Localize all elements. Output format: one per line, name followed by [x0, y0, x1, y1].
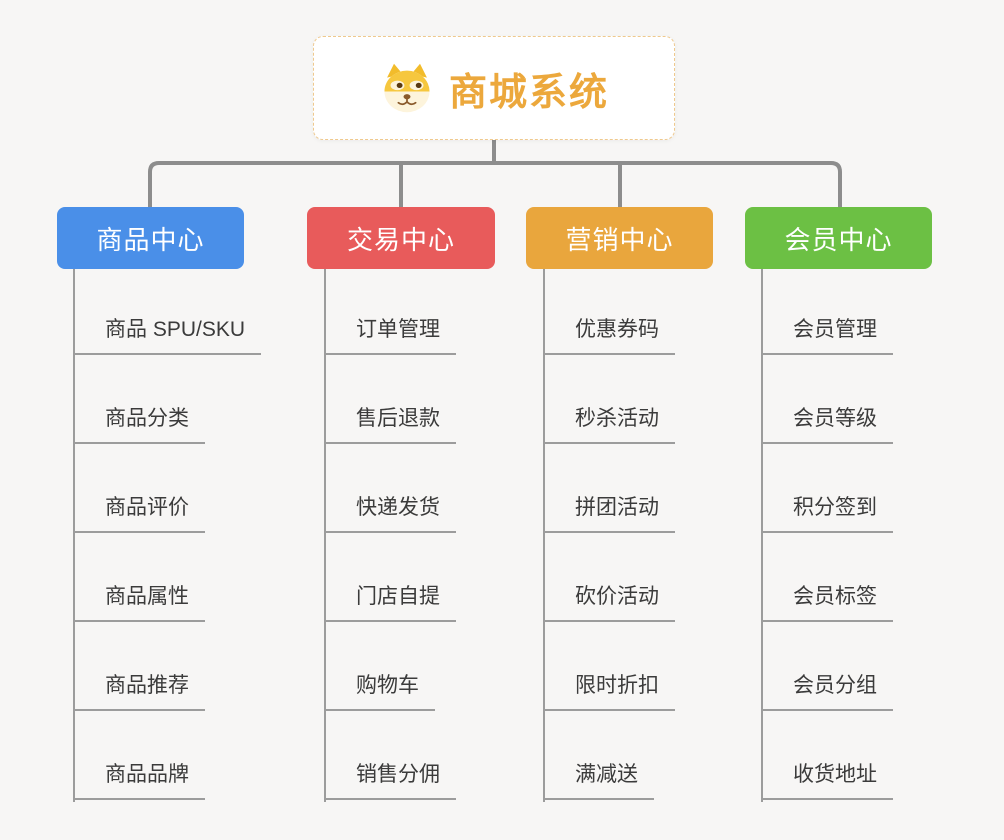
sub-topic[interactable]: 积分签到 [761, 495, 893, 533]
sub-topic[interactable]: 快递发货 [324, 495, 456, 533]
branch-trunk-line [761, 269, 763, 802]
sub-topic[interactable]: 商品推荐 [73, 673, 205, 711]
sub-topic[interactable]: 商品评价 [73, 495, 205, 533]
branch-topic-label: 会员中心 [784, 224, 893, 255]
branch-trunk-line [543, 269, 545, 802]
sub-topic[interactable]: 会员标签 [761, 584, 893, 622]
dog-face-icon [384, 63, 430, 113]
branch-topic-marketing-center[interactable]: 营销中心 [526, 207, 713, 269]
branch-topic-trade-center[interactable]: 交易中心 [307, 207, 495, 269]
sub-topic[interactable]: 商品品牌 [73, 762, 205, 800]
sub-topic[interactable]: 秒杀活动 [543, 406, 675, 444]
branch-trunk-line [73, 269, 75, 802]
branch-topic-product-center[interactable]: 商品中心 [57, 207, 244, 269]
sub-topic[interactable]: 购物车 [324, 673, 435, 711]
sub-topic[interactable]: 售后退款 [324, 406, 456, 444]
root-topic-title: 商城系统 [448, 71, 609, 114]
branch-topic-label: 交易中心 [346, 224, 455, 255]
branch-rail-line [148, 161, 842, 207]
sub-topic[interactable]: 砍价活动 [543, 584, 675, 622]
root-topic[interactable]: 商城系统 [313, 36, 675, 140]
sub-topic[interactable]: 满减送 [543, 762, 654, 800]
sub-topic[interactable]: 商品属性 [73, 584, 205, 622]
sub-topic[interactable]: 收货地址 [761, 762, 893, 800]
sub-topic[interactable]: 门店自提 [324, 584, 456, 622]
branch-topic-member-center[interactable]: 会员中心 [745, 207, 932, 269]
branch-topic-label: 营销中心 [565, 224, 674, 255]
sub-topic[interactable]: 拼团活动 [543, 495, 675, 533]
branch-trunk-line [324, 269, 326, 802]
sub-topic[interactable]: 会员等级 [761, 406, 893, 444]
sub-topic[interactable]: 商品 SPU/SKU [73, 317, 262, 355]
sub-topic[interactable]: 会员分组 [761, 673, 893, 711]
sub-topic[interactable]: 订单管理 [324, 317, 456, 355]
sub-topic[interactable]: 限时折扣 [543, 673, 675, 711]
sub-topic[interactable]: 销售分佣 [324, 762, 456, 800]
branch-topic-label: 商品中心 [96, 224, 205, 255]
sub-topic[interactable]: 会员管理 [761, 317, 893, 355]
sub-topic[interactable]: 商品分类 [73, 406, 205, 444]
sub-topic[interactable]: 优惠券码 [543, 317, 675, 355]
